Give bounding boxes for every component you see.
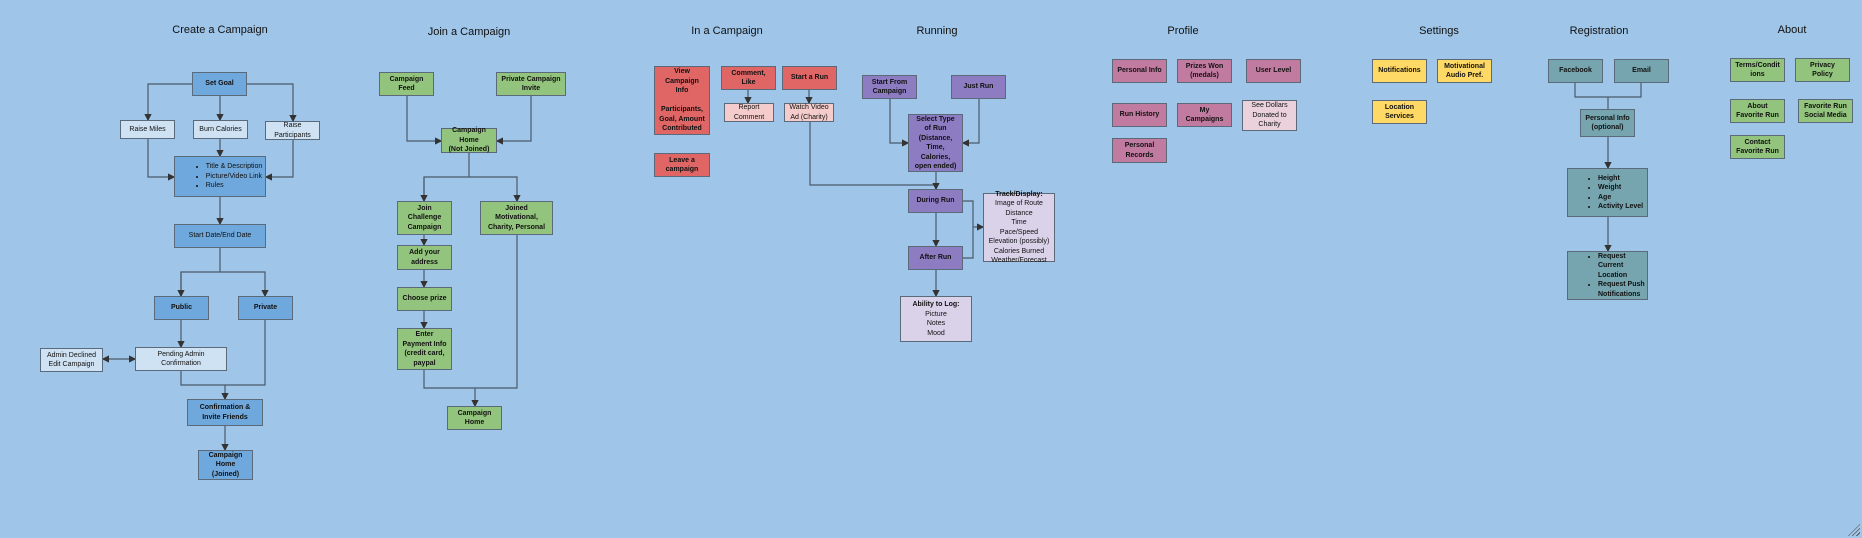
node-my-campaigns[interactable]: My Campaigns bbox=[1177, 103, 1232, 127]
section-title-about: About bbox=[1777, 24, 1807, 36]
node-during-run[interactable]: During Run bbox=[908, 189, 963, 213]
node-admin-declined[interactable]: Admin Declined Edit Campaign bbox=[40, 348, 103, 372]
node-run-history[interactable]: Run History bbox=[1112, 103, 1167, 127]
list-item: Picture/Video Link bbox=[206, 172, 263, 182]
section-title-running: Running bbox=[916, 25, 958, 37]
node-payment-info[interactable]: Enter Payment Info (credit card, paypal bbox=[397, 328, 452, 370]
metrics-list: HeightWeightAgeActivity Level bbox=[1570, 174, 1645, 212]
track-heading: Track/Display: bbox=[995, 190, 1043, 198]
node-ability-to-log[interactable]: Ability to Log: Picture Notes Mood bbox=[900, 296, 972, 342]
node-location-services[interactable]: Location Services bbox=[1372, 100, 1427, 124]
node-start-end-date[interactable]: Start Date/End Date bbox=[174, 224, 266, 248]
node-just-run[interactable]: Just Run bbox=[951, 75, 1006, 99]
track-items: Image of Route Distance Time Pace/Speed … bbox=[988, 200, 1050, 264]
node-prizes-won[interactable]: Prizes Won (medals) bbox=[1177, 59, 1232, 83]
log-items: Picture Notes Mood bbox=[925, 310, 947, 337]
node-private-invite[interactable]: Private Campaign Invite bbox=[496, 72, 566, 96]
node-contact[interactable]: Contact Favorite Run bbox=[1730, 135, 1785, 159]
node-start-a-run[interactable]: Start a Run bbox=[782, 66, 837, 90]
node-raise-participants[interactable]: Raise Participants bbox=[265, 121, 320, 140]
node-personal-info[interactable]: Personal Info bbox=[1112, 59, 1167, 83]
list-item: Activity Level bbox=[1598, 202, 1645, 212]
list-item: Weight bbox=[1598, 183, 1645, 193]
details-list: Title & DescriptionPicture/Video LinkRul… bbox=[178, 162, 263, 191]
node-notifications[interactable]: Notifications bbox=[1372, 59, 1427, 83]
node-email[interactable]: Email bbox=[1614, 59, 1669, 83]
list-item: Height bbox=[1598, 174, 1645, 184]
node-campaign-details[interactable]: Title & DescriptionPicture/Video LinkRul… bbox=[174, 156, 266, 197]
list-item: Request Push Notifications bbox=[1598, 280, 1645, 299]
list-item: Age bbox=[1598, 193, 1645, 203]
section-title-in-campaign: In a Campaign bbox=[691, 25, 763, 37]
node-social-media[interactable]: Favorite Run Social Media bbox=[1798, 99, 1853, 123]
section-title-registration: Registration bbox=[1569, 25, 1629, 37]
node-raise-miles[interactable]: Raise Miles bbox=[120, 120, 175, 139]
node-watch-video-ad[interactable]: Watch Video Ad (Charity) bbox=[784, 103, 834, 122]
list-item: Rules bbox=[206, 181, 263, 191]
node-add-address[interactable]: Add your address bbox=[397, 245, 452, 270]
node-view-campaign-info[interactable]: View Campaign Info Participants, Goal, A… bbox=[654, 66, 710, 135]
section-title-join: Join a Campaign bbox=[427, 26, 511, 38]
node-public[interactable]: Public bbox=[154, 296, 209, 320]
node-about-favorite-run[interactable]: About Favorite Run bbox=[1730, 99, 1785, 123]
node-report-comment[interactable]: Report Comment bbox=[724, 103, 774, 122]
node-campaign-home-not-joined[interactable]: Campaign Home (Not Joined) bbox=[441, 127, 497, 153]
list-item: Request Current Location bbox=[1598, 252, 1645, 281]
requests-list: Request Current LocationRequest Push Not… bbox=[1570, 252, 1645, 300]
node-campaign-home[interactable]: Campaign Home bbox=[447, 406, 502, 430]
node-start-from-campaign[interactable]: Start From Campaign bbox=[862, 75, 917, 99]
node-campaign-feed[interactable]: Campaign Feed bbox=[379, 72, 434, 96]
node-comment-like[interactable]: Comment, Like bbox=[721, 66, 776, 90]
node-requests[interactable]: Request Current LocationRequest Push Not… bbox=[1567, 251, 1648, 300]
node-audio-pref[interactable]: Motivational Audio Pref. bbox=[1437, 59, 1492, 83]
node-pending-admin[interactable]: Pending Admin Confirmation bbox=[135, 347, 227, 371]
node-confirmation[interactable]: Confirmation & Invite Friends bbox=[187, 399, 263, 426]
node-terms[interactable]: Terms/Condit ions bbox=[1730, 58, 1785, 82]
node-facebook[interactable]: Facebook bbox=[1548, 59, 1603, 83]
log-heading: Ability to Log: bbox=[912, 301, 960, 308]
node-after-run[interactable]: After Run bbox=[908, 246, 963, 270]
list-item: Title & Description bbox=[206, 162, 263, 172]
node-personal-records[interactable]: Personal Records bbox=[1112, 138, 1167, 163]
node-select-run-type[interactable]: Select Type of Run (Distance, Time, Calo… bbox=[908, 114, 963, 172]
section-title-settings: Settings bbox=[1419, 25, 1459, 37]
node-user-level[interactable]: User Level bbox=[1246, 59, 1301, 83]
node-private[interactable]: Private bbox=[238, 296, 293, 320]
node-privacy-policy[interactable]: Privacy Policy bbox=[1795, 58, 1850, 82]
node-join-challenge[interactable]: Join Challenge Campaign bbox=[397, 201, 452, 235]
section-title-profile: Profile bbox=[1167, 25, 1199, 37]
node-joined-other[interactable]: Joined Motivational, Charity, Personal bbox=[480, 201, 553, 235]
node-burn-calories[interactable]: Burn Calories bbox=[193, 120, 248, 139]
node-leave-campaign[interactable]: Leave a campaign bbox=[654, 153, 710, 177]
node-choose-prize[interactable]: Choose prize bbox=[397, 287, 452, 311]
node-set-goal[interactable]: Set Goal bbox=[192, 72, 247, 96]
node-personal-info-optional[interactable]: Personal Info (optional) bbox=[1580, 109, 1635, 137]
node-metrics[interactable]: HeightWeightAgeActivity Level bbox=[1567, 168, 1648, 217]
section-title-create: Create a Campaign bbox=[172, 24, 268, 36]
node-campaign-home-joined[interactable]: Campaign Home (Joined) bbox=[198, 450, 253, 480]
node-track-display[interactable]: Track/Display: Image of Route Distance T… bbox=[983, 190, 1055, 264]
node-see-dollars[interactable]: See Dollars Donated to Charity bbox=[1242, 100, 1297, 131]
